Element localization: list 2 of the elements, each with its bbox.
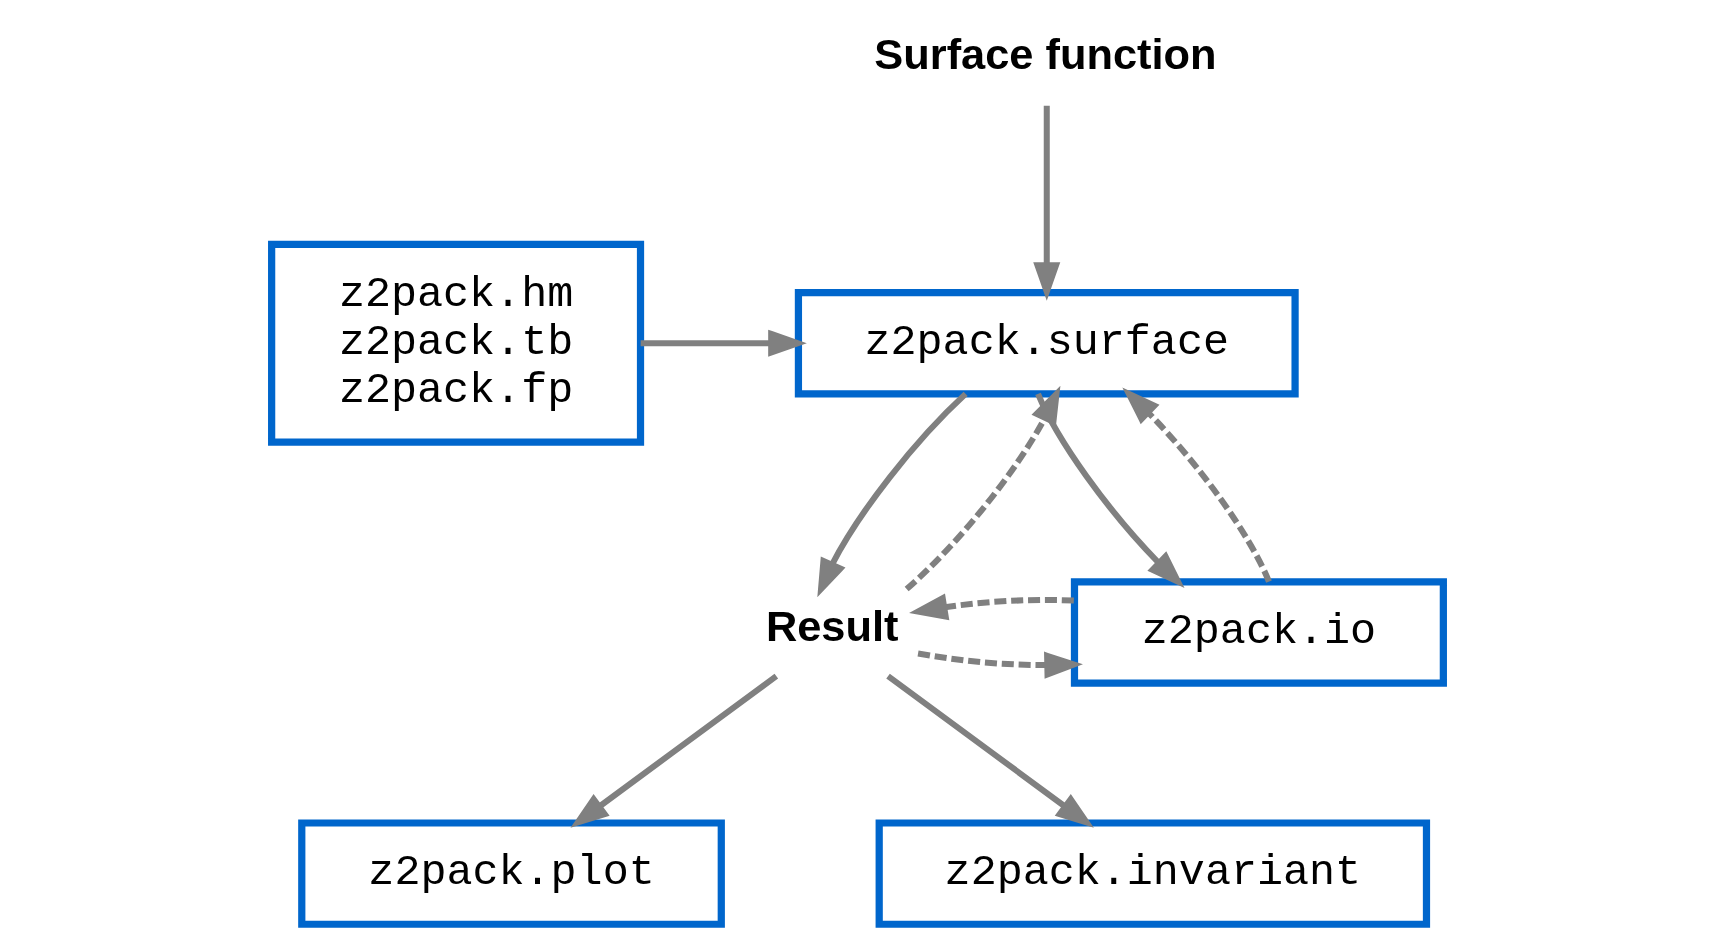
node-text: Surface function <box>874 30 1217 79</box>
node-text: Result <box>765 601 899 650</box>
